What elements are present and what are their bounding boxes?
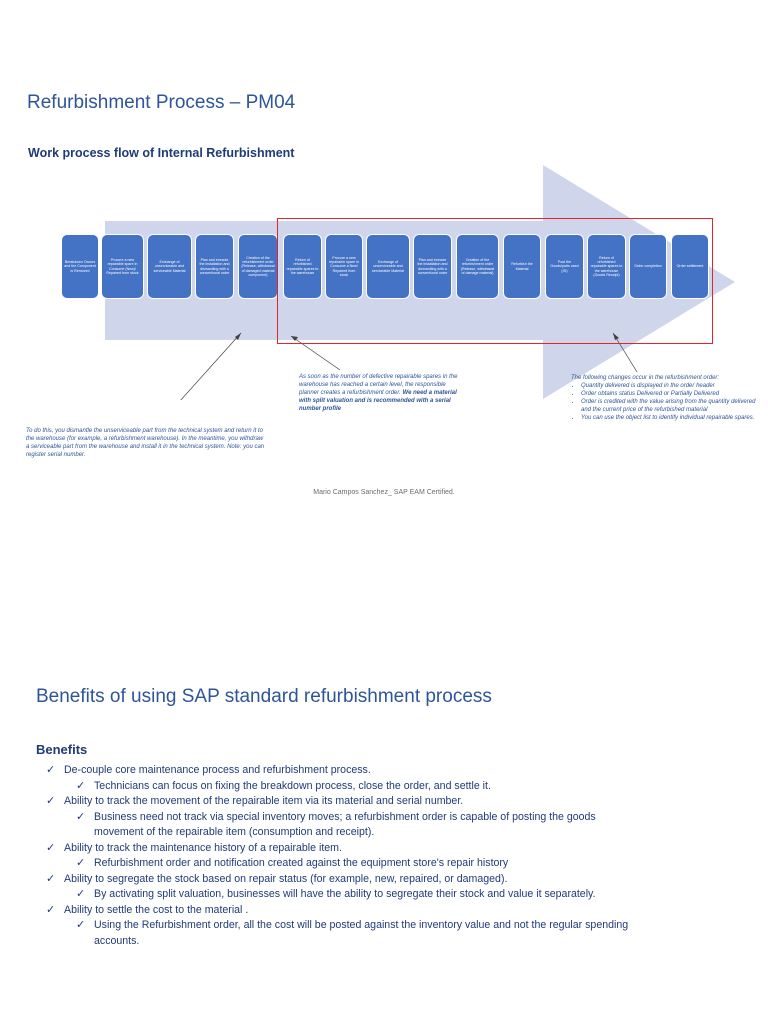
- check-icon: ✓: [46, 903, 56, 916]
- callout-middle-bold: We need a material with split valuation …: [299, 390, 457, 412]
- flow-step: Exchange of unserviceable and serviceabl…: [367, 235, 409, 298]
- check-icon: ✓: [76, 857, 86, 869]
- callout-bullet: Order obtains status Delivered or Partia…: [581, 390, 756, 398]
- flow-step: Plan and execute the installation and di…: [414, 235, 451, 298]
- flow-step: Order completion: [630, 235, 666, 298]
- connector-left: [180, 332, 242, 400]
- benefit-text: Ability to settle the cost to the materi…: [64, 903, 249, 916]
- check-icon: ✓: [76, 810, 86, 823]
- callout-right-intro: The following changes occur in the refur…: [571, 375, 720, 381]
- benefit-text: Refurbishment order and notification cre…: [94, 857, 509, 869]
- flow-step: Breakdown Occurs and the Component is Re…: [62, 235, 98, 298]
- connector-middle: [290, 335, 341, 371]
- benefits-list: ✓ De-couple core maintenance process and …: [46, 763, 646, 949]
- benefit-text: Ability to segregate the stock based on …: [64, 872, 508, 885]
- check-icon: ✓: [76, 779, 86, 792]
- connector-right: [612, 332, 638, 373]
- benefit-subitem: ✓ Refurbishment order and notification cr…: [76, 856, 646, 872]
- flow-step: Plan and execute the installation and di…: [196, 235, 233, 298]
- slide-title: Refurbishment Process – PM04: [27, 92, 296, 113]
- flow-step: Return of refurbished repairable spares …: [588, 235, 625, 298]
- benefits-heading: Benefits: [36, 742, 88, 757]
- flow-step: Refurbish the Material: [504, 235, 540, 298]
- flow-step: Creation of the refurbishment order (Rel…: [239, 235, 277, 298]
- callout-middle-text: As soon as the number of defective repai…: [299, 374, 458, 396]
- benefit-text: By activating split valuation, businesse…: [94, 888, 596, 900]
- flow-step: Procure a new repairable spare in Consum…: [326, 235, 362, 298]
- benefit-subitem: ✓ Business need not track via special inv…: [76, 810, 646, 841]
- benefit-text: De-couple core maintenance process and r…: [64, 764, 371, 776]
- slide-subtitle: Work process flow of Internal Refurbishm…: [28, 146, 295, 160]
- flow-step: Return of refurbished repairable spares …: [284, 235, 321, 298]
- benefit-text: Ability to track the maintenance history…: [64, 841, 342, 854]
- benefit-item: ✓ Ability to track the maintenance histor…: [46, 841, 646, 857]
- callout-right-list: Quantity delivered is displayed in the o…: [571, 382, 756, 422]
- benefit-text: Business need not track via special inve…: [94, 810, 596, 839]
- callout-bullet: Order is credited with the value arising…: [581, 398, 756, 414]
- check-icon: ✓: [76, 888, 86, 900]
- check-icon: ✓: [46, 872, 56, 885]
- check-icon: ✓: [46, 841, 56, 854]
- slide-title: Benefits of using SAP standard refurbish…: [36, 686, 492, 707]
- callout-bullet: You can use the object list to identify …: [581, 414, 756, 422]
- benefit-text: Ability to track the movement of the rep…: [64, 795, 464, 807]
- benefit-subitem: ✓ Using the Refurbishment order, all the …: [76, 918, 646, 949]
- callout-right: The following changes occur in the refur…: [571, 374, 756, 422]
- check-icon: ✓: [46, 764, 56, 776]
- flow-step: Order settlement: [672, 235, 708, 298]
- benefit-item: ✓ De-couple core maintenance process and …: [46, 763, 646, 779]
- callout-bullet: Quantity delivered is displayed in the o…: [581, 382, 756, 390]
- callout-left: To do this, you dismantle the unservicea…: [26, 428, 265, 458]
- callout-middle: As soon as the number of defective repai…: [299, 373, 459, 413]
- benefit-text: Technicians can focus on fixing the brea…: [94, 779, 491, 792]
- benefit-item: ✓ Ability to track the movement of the re…: [46, 794, 646, 810]
- flow-step: Post the Goods/parts used (GI): [546, 235, 583, 298]
- benefit-item: ✓ Ability to segregate the stock based on…: [46, 872, 646, 888]
- highlight-frame: [277, 218, 713, 344]
- flow-step: Creation of the refurbishment order (Rel…: [457, 235, 498, 298]
- flow-step: Exchange of unserviceable and serviceabl…: [148, 235, 191, 298]
- benefit-subitem: ✓ By activating split valuation, business…: [76, 887, 646, 903]
- flow-step: Procure a new repairable spare in Consum…: [102, 235, 143, 298]
- benefit-item: ✓ Ability to settle the cost to the mater…: [46, 903, 646, 919]
- benefit-subitem: ✓ Technicians can focus on fixing the bre…: [76, 779, 646, 795]
- benefit-text: Using the Refurbishment order, all the c…: [94, 919, 629, 947]
- check-icon: ✓: [76, 919, 86, 931]
- author-credit: Mario Campos Sanchez_ SAP EAM Certified.: [313, 489, 455, 496]
- check-icon: ✓: [46, 795, 56, 807]
